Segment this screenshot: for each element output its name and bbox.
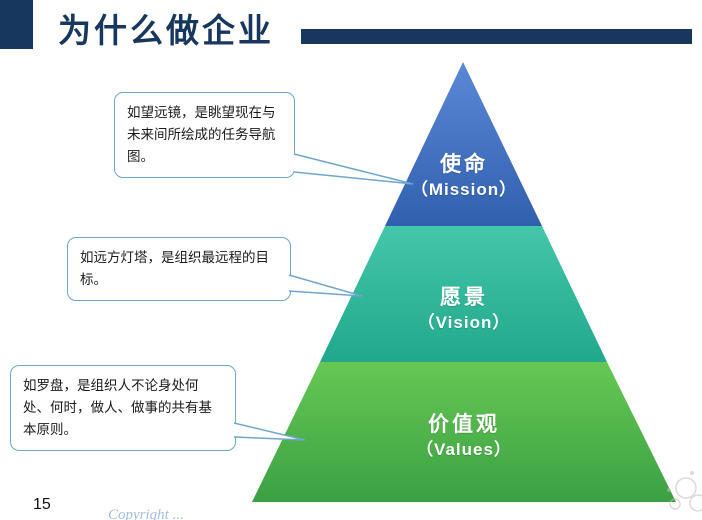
values-label-cn: 价值观 [428, 413, 500, 436]
pyramid-label-mission: 使命 （Mission） [344, 153, 584, 200]
mission-label-en: （Mission） [410, 180, 518, 200]
pyramid-label-vision: 愿景 （Vision） [344, 286, 584, 333]
values-label-en: （Values） [416, 440, 512, 460]
watermark-text: Copyright ... [108, 507, 184, 520]
callout-mission: 如望远镜，是眺望现在与未来间所绘成的任务导航图。 [114, 92, 295, 178]
pyramid-level-mission [385, 62, 542, 226]
callout-vision-text: 如远方灯塔，是组织最远程的目标。 [80, 250, 269, 287]
pyramid-level-vision [320, 226, 607, 362]
callout-vision-tail [288, 274, 363, 297]
callout-mission-tail [293, 153, 414, 185]
vision-label-cn: 愿景 [440, 286, 488, 309]
page-number: 15 [33, 496, 51, 513]
callout-values-text: 如罗盘，是组织人不论身处何处、何时，做人、做事的共有基本原则。 [23, 378, 212, 437]
callout-values-tail [233, 422, 306, 441]
pyramid-label-values: 价值观 （Values） [344, 413, 584, 460]
callout-values: 如罗盘，是组织人不论身处何处、何时，做人、做事的共有基本原则。 [10, 365, 236, 451]
pyramid-level-values [252, 362, 676, 502]
title-rule-bar [301, 29, 692, 44]
mission-label-cn: 使命 [440, 153, 488, 176]
callout-mission-text: 如望远镜，是眺望现在与未来间所绘成的任务导航图。 [127, 105, 276, 164]
ghost-logo-icon [667, 471, 702, 512]
vision-label-en: （Vision） [417, 313, 511, 333]
callout-vision: 如远方灯塔，是组织最远程的目标。 [67, 237, 291, 301]
header-corner-block [0, 0, 33, 49]
page-title: 为什么做企业 [58, 12, 274, 49]
